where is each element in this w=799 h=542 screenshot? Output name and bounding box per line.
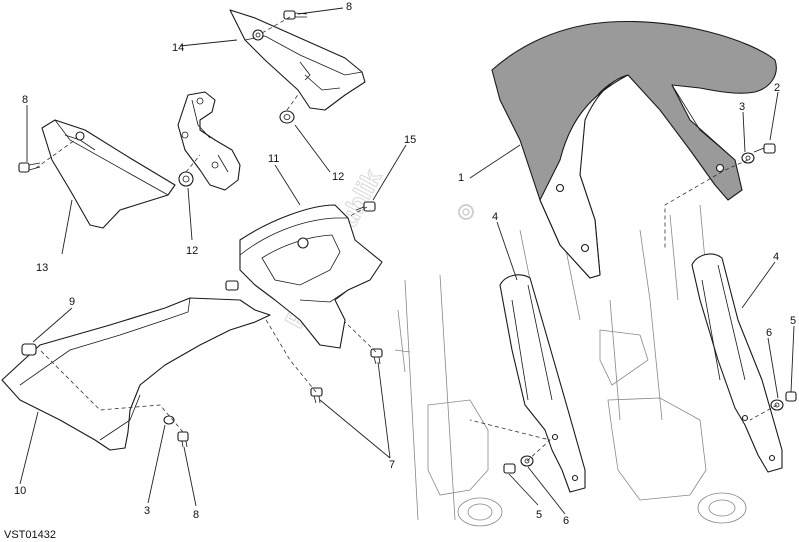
screw-15[interactable] [355, 201, 376, 212]
reference-code: VST01432 [4, 529, 56, 541]
callout-8-bottom: 8 [193, 509, 199, 521]
callout-3-upper: 3 [739, 101, 745, 113]
callout-11: 11 [268, 153, 279, 165]
screw-7-right[interactable] [370, 348, 383, 365]
callout-2: 2 [774, 82, 780, 94]
callout-13: 13 [36, 262, 48, 274]
callout-9: 9 [69, 296, 75, 308]
screw-2[interactable] [753, 143, 776, 154]
side-panel-lower[interactable] [1, 297, 271, 451]
callout-1: 1 [458, 172, 464, 184]
callout-4-left: 4 [492, 211, 498, 223]
screw-5-right[interactable] [785, 391, 797, 402]
callout-10: 10 [14, 485, 26, 497]
callout-6-right: 6 [766, 327, 772, 339]
air-duct-central[interactable] [225, 204, 383, 349]
grommet-lower[interactable] [178, 171, 194, 187]
grommet-upper[interactable] [279, 110, 295, 124]
callout-5-left: 5 [536, 509, 542, 521]
front-mudguard[interactable] [491, 20, 777, 279]
assembly-lines [35, 16, 778, 462]
screw-top[interactable] [283, 10, 308, 20]
front-fork-ghost [394, 204, 747, 527]
callout-15: 15 [404, 134, 416, 146]
screw-7-left[interactable] [310, 387, 323, 404]
side-cover-upper[interactable] [229, 9, 366, 111]
watermark-gear-icon [458, 204, 474, 220]
washer-3-right[interactable] [741, 152, 755, 164]
callout-12-lower: 12 [186, 245, 198, 257]
fork-guard-right[interactable] [691, 253, 783, 473]
callout-7: 7 [389, 459, 395, 471]
mounting-bracket[interactable] [177, 91, 241, 191]
screw-left[interactable] [18, 162, 41, 173]
callout-14: 14 [172, 42, 184, 54]
leader-lines [19, 7, 795, 515]
callout-12-upper: 12 [332, 171, 344, 183]
callout-8-left: 8 [22, 94, 28, 106]
callout-3-lower: 3 [144, 505, 150, 517]
callout-5-right: 5 [790, 315, 796, 327]
callout-6-left: 6 [563, 515, 569, 527]
callout-labels: 1 2 3 3 4 4 5 5 6 6 7 8 8 8 10 9 11 12 1… [14, 1, 796, 527]
side-panel-left[interactable] [41, 119, 176, 229]
screw-bottom[interactable] [177, 431, 189, 448]
screw-5-left[interactable] [503, 463, 516, 474]
callout-4-right: 4 [773, 251, 779, 263]
fork-guard-left[interactable] [499, 274, 586, 493]
callout-8-top: 8 [346, 1, 352, 13]
